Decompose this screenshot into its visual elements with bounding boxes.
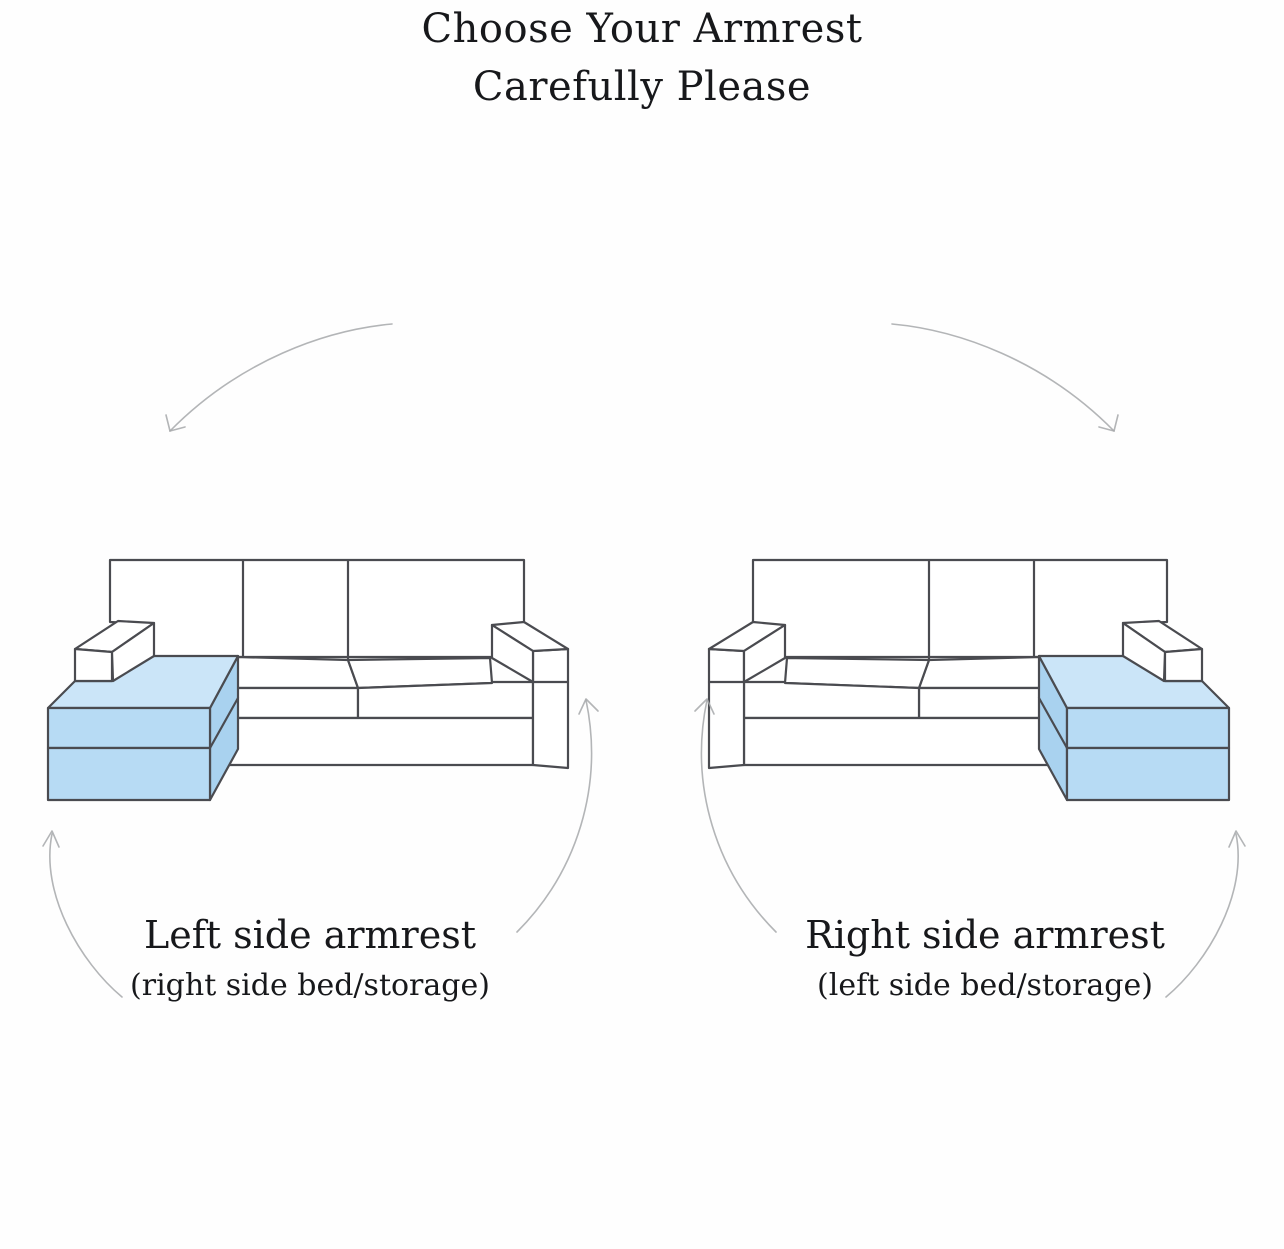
left-armrest-sublabel: (right side bed/storage) [130, 968, 490, 1003]
curved-arrow-title-to-right-icon [891, 323, 1119, 432]
diagram-title-line1: Choose Your Armrest [421, 6, 863, 52]
left-armrest-label: Left side armrest [144, 913, 476, 957]
right-armrest-label: Right side armrest [805, 913, 1165, 957]
sofa-left-armrest-option [46, 558, 570, 802]
curved-arrow-to-left-sofa-armrest-icon [516, 698, 599, 933]
curved-arrow-title-to-left-icon [165, 323, 393, 432]
diagram-title: Choose Your Armrest Carefully Please [0, 0, 1284, 116]
diagram-title-line2: Carefully Please [472, 64, 812, 110]
curved-arrow-to-right-chaise-icon [1165, 830, 1246, 998]
right-armrest-option-label: Right side armrest (left side bed/storag… [765, 910, 1205, 1008]
sofa-right-armrest-option [707, 558, 1231, 802]
right-armrest-sublabel: (left side bed/storage) [817, 968, 1153, 1003]
curved-arrow-to-left-chaise-icon [42, 830, 123, 998]
left-armrest-option-label: Left side armrest (right side bed/storag… [90, 910, 530, 1008]
curved-arrow-to-right-sofa-armrest-icon [694, 698, 777, 933]
